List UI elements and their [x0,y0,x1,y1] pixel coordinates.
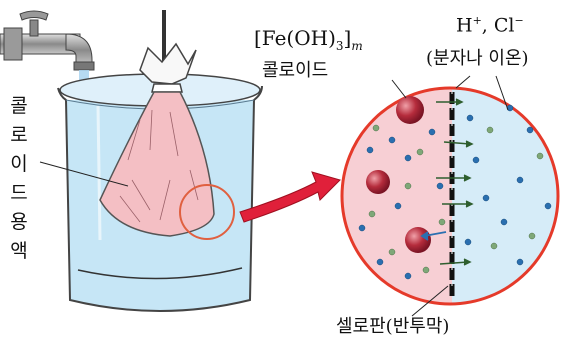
colloid-label: 콜로이드 [262,56,328,82]
membrane-label: 셀로판(반투막) [336,312,449,338]
colloid-solution-label: 콜 로 이 드 용 액 [6,92,32,266]
ions-label: H+, Cl− [456,14,524,36]
molecule-ion-label: (분자나 이온) [426,44,529,70]
faucet-icon [0,11,94,88]
magnify-arrow [240,172,340,222]
formula-label: [Fe(OH)3]m [254,26,363,53]
